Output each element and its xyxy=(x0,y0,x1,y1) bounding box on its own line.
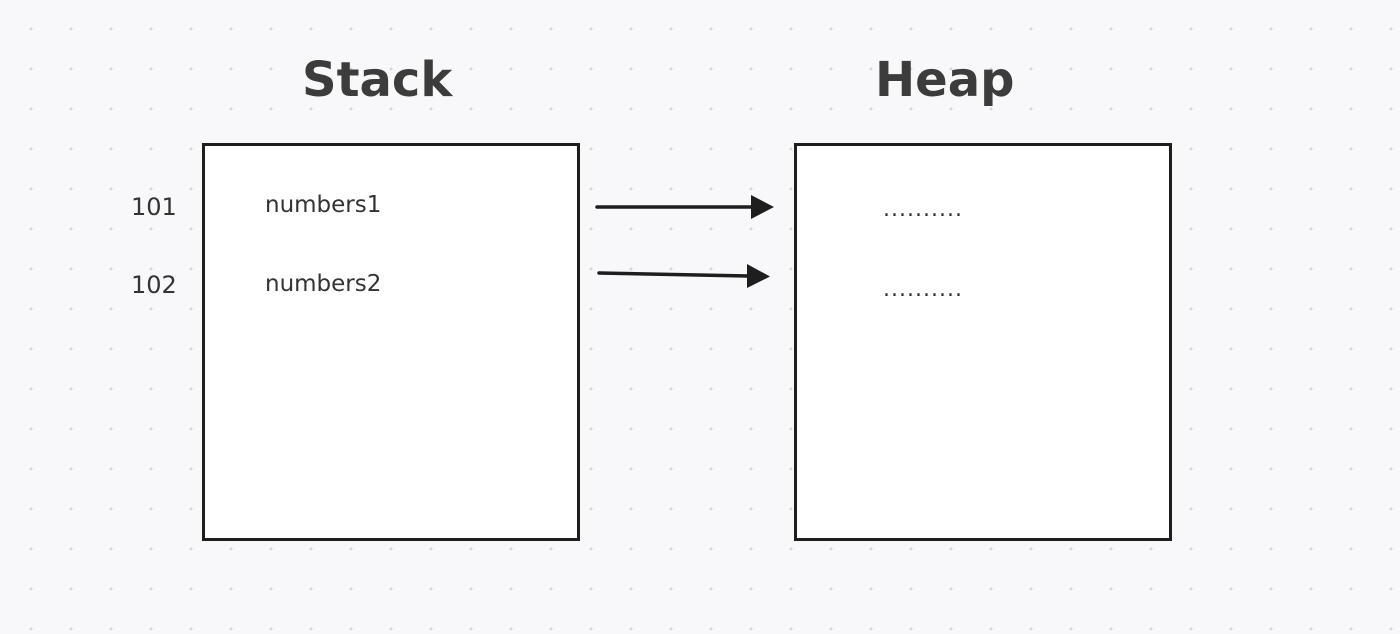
arrow-numbers2-to-heap xyxy=(597,264,770,288)
heap-title: Heap xyxy=(875,52,1015,108)
arrow-numbers1-to-heap xyxy=(595,195,774,219)
stack-title: Stack xyxy=(302,52,453,108)
heap-box: .......... .......... xyxy=(794,143,1172,541)
stack-address-1: 101 xyxy=(131,193,177,221)
stack-variable-numbers1: numbers1 xyxy=(265,192,382,218)
heap-entry-1: .......... xyxy=(883,197,963,222)
heap-entry-2: .......... xyxy=(883,277,963,302)
stack-box: numbers1 numbers2 xyxy=(202,143,580,541)
stack-address-2: 102 xyxy=(131,271,177,299)
stack-variable-numbers2: numbers2 xyxy=(265,271,382,297)
